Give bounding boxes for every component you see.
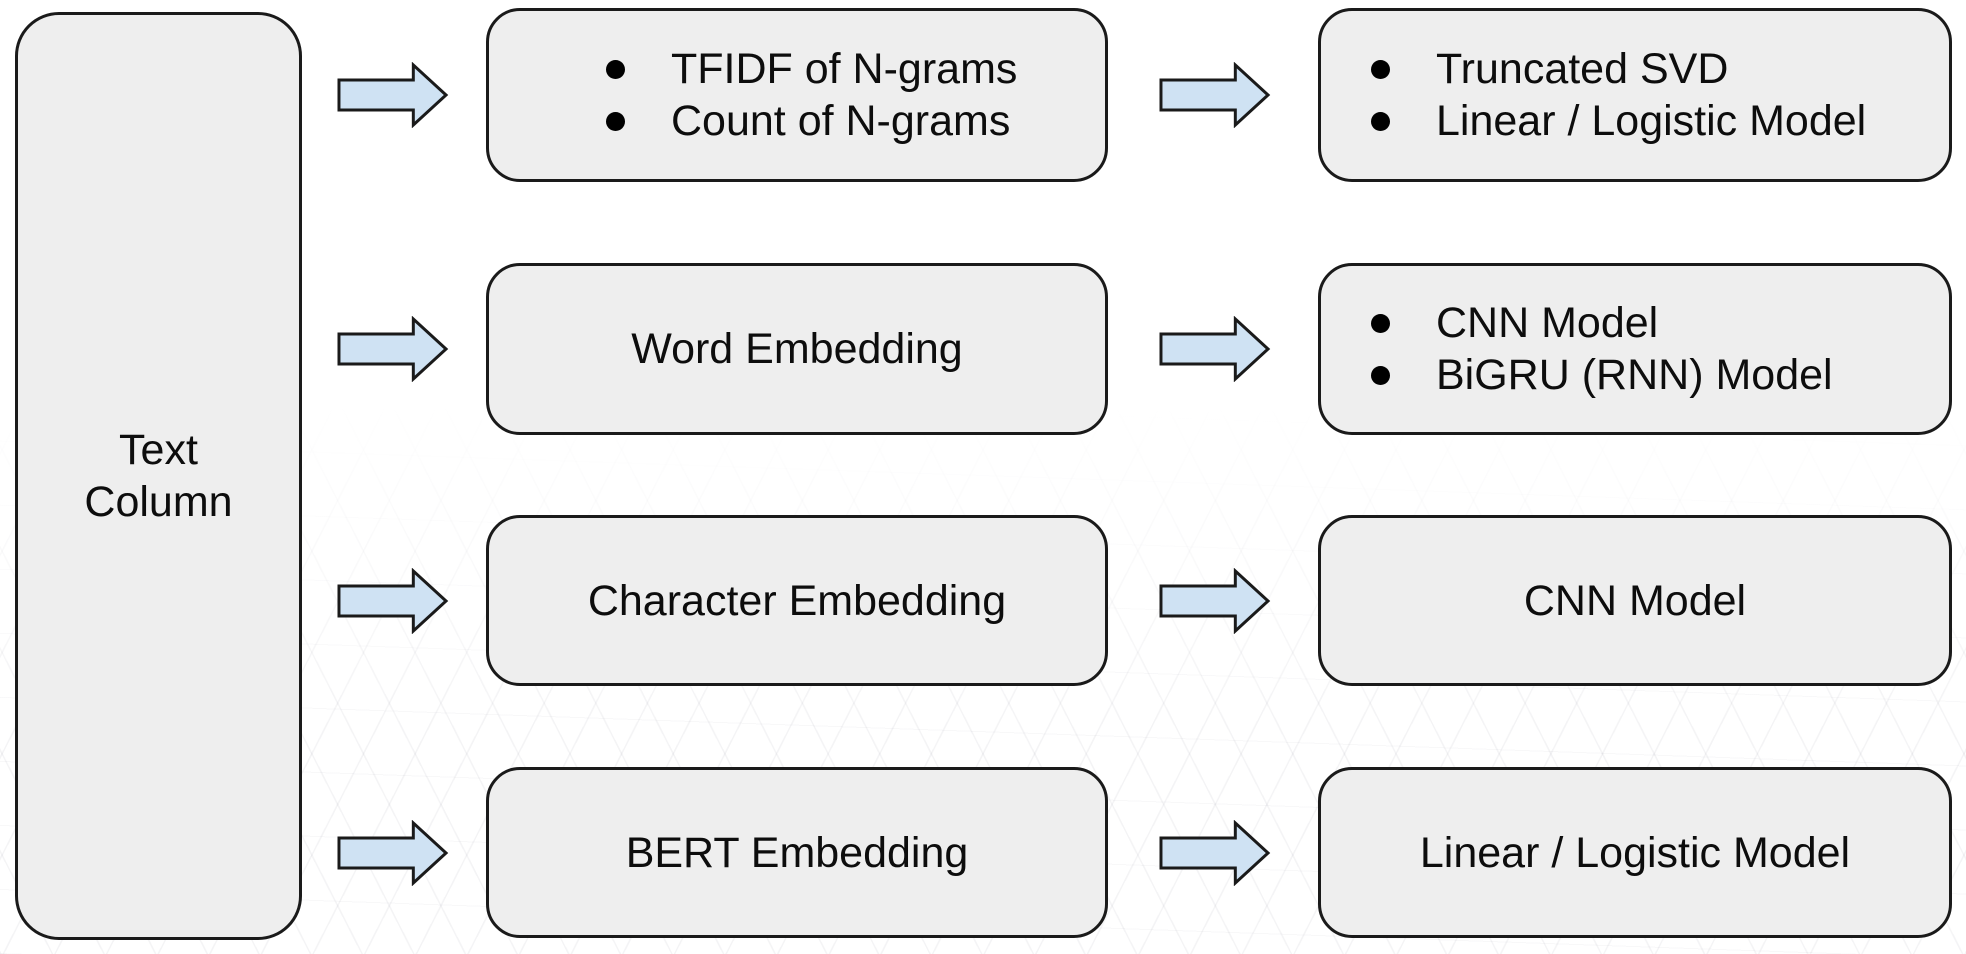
feature-box: Character Embedding	[486, 515, 1108, 686]
bullet-text: BiGRU (RNN) Model	[1436, 351, 1833, 399]
bullet-item: CNN Model	[1371, 297, 1949, 349]
bullet-text: Truncated SVD	[1436, 45, 1729, 93]
feature-box: BERT Embedding	[486, 767, 1108, 938]
bullet-icon	[1371, 365, 1390, 385]
text-column-line2: Column	[84, 478, 233, 526]
text-column-line1: Text	[119, 426, 198, 474]
bullet-item: Truncated SVD	[1371, 43, 1949, 95]
feature-box-label: Word Embedding	[631, 325, 963, 373]
bullet-icon	[1371, 59, 1390, 79]
right-arrow-icon	[337, 819, 449, 886]
model-box-label: Linear / Logistic Model	[1419, 828, 1851, 877]
right-arrow-icon	[1159, 567, 1271, 634]
bullet-icon	[606, 59, 625, 79]
model-box: CNN Model	[1318, 515, 1952, 686]
bullet-icon	[606, 111, 625, 131]
bullet-item: Linear / Logistic Model	[1371, 95, 1949, 147]
right-arrow-icon	[1159, 316, 1271, 382]
right-arrow-icon	[337, 316, 449, 382]
bullet-text: Count of N-grams	[671, 97, 1011, 145]
feature-box: Word Embedding	[486, 263, 1108, 435]
bullet-item: TFIDF of N-grams	[606, 43, 1105, 95]
right-arrow-icon	[337, 567, 449, 634]
feature-box-label: Character Embedding	[587, 576, 1007, 625]
bullet-text: CNN Model	[1436, 299, 1659, 347]
right-arrow-icon	[1159, 819, 1271, 886]
model-box-label: CNN Model	[1523, 576, 1747, 625]
bullet-text: TFIDF of N-grams	[671, 45, 1018, 93]
feature-box-label: BERT Embedding	[625, 828, 969, 877]
model-box: Linear / Logistic Model	[1318, 767, 1952, 938]
bullet-icon	[1371, 111, 1390, 131]
bullet-item: BiGRU (RNN) Model	[1371, 349, 1949, 401]
bullet-text: Linear / Logistic Model	[1436, 97, 1867, 145]
right-arrow-icon	[337, 62, 449, 128]
right-arrow-icon	[1159, 62, 1271, 128]
bullet-icon	[1371, 313, 1390, 333]
bullet-item: Count of N-grams	[606, 95, 1105, 147]
